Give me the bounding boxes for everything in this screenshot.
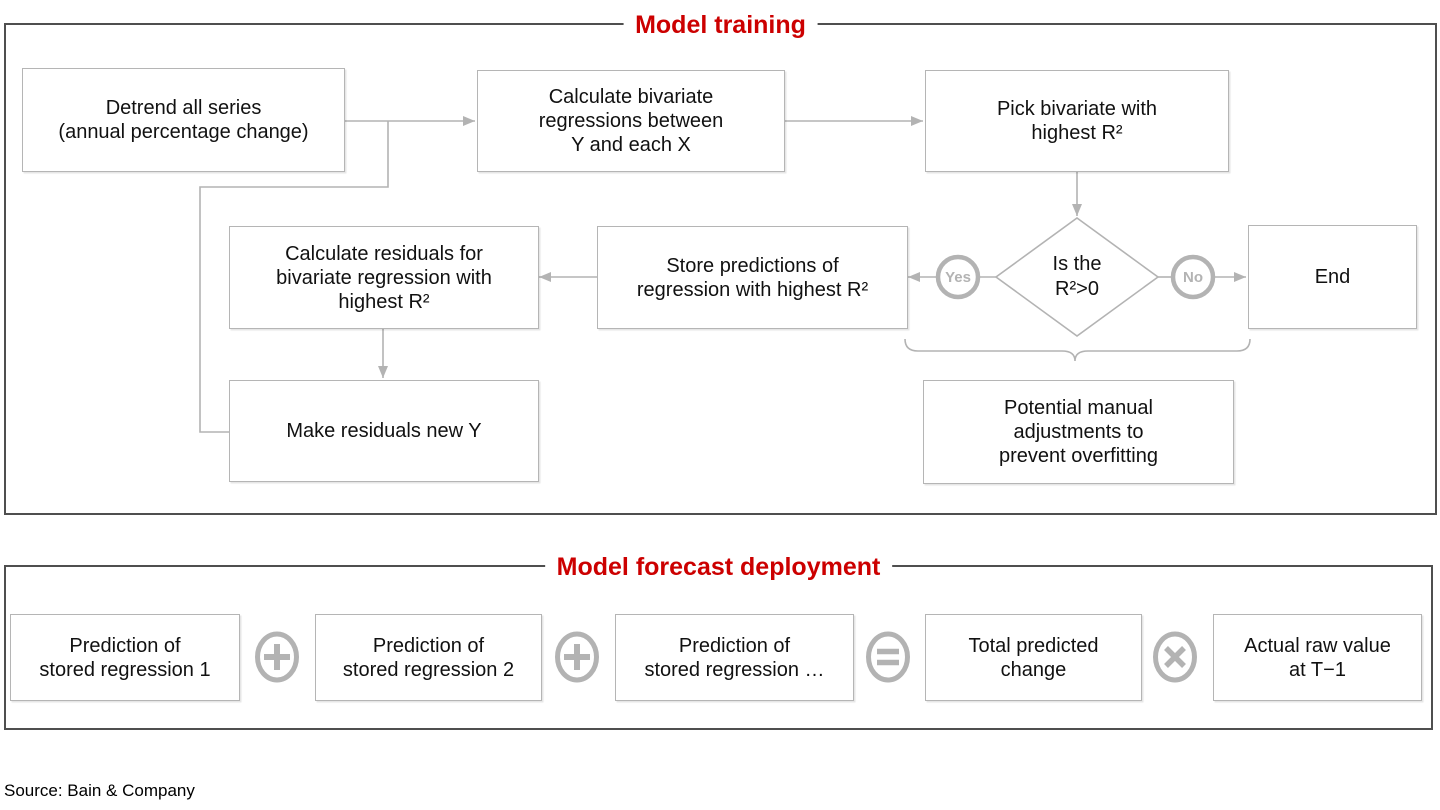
deployment-box-2: Prediction of stored regression 2 <box>315 614 542 701</box>
box-end: End <box>1248 225 1417 329</box>
box-make-residuals: Make residuals new Y <box>229 380 539 482</box>
training-title: Model training <box>623 10 818 40</box>
equals-icon <box>865 631 911 683</box>
plus-icon <box>254 631 300 683</box>
deployment-box-5: Actual raw value at T−1 <box>1213 614 1422 701</box>
training-section: Model training <box>4 10 1437 515</box>
plus-icon <box>554 631 600 683</box>
deployment-box-3: Prediction of stored regression … <box>615 614 854 701</box>
box-store-predictions: Store predictions of regression with hig… <box>597 226 908 329</box>
multiply-icon <box>1152 631 1198 683</box>
source-text: Source: Bain & Company <box>4 781 195 800</box>
decision-label: Is the R²>0 <box>1052 253 1102 300</box>
box-calc-residuals: Calculate residuals for bivariate regres… <box>229 226 539 329</box>
deployment-box-1: Prediction of stored regression 1 <box>10 614 240 701</box>
deployment-box-4: Total predicted change <box>925 614 1142 701</box>
no-label: No <box>1183 268 1203 286</box>
yes-label: Yes <box>945 268 971 286</box>
box-manual-adjustments: Potential manual adjustments to prevent … <box>923 380 1234 484</box>
box-calc-bivariate: Calculate bivariate regressions between … <box>477 70 785 172</box>
box-detrend: Detrend all series (annual percentage ch… <box>22 68 345 172</box>
box-pick-bivariate: Pick bivariate with highest R² <box>925 70 1229 172</box>
deployment-section: Model forecast deployment <box>4 552 1433 730</box>
deployment-title: Model forecast deployment <box>544 552 893 582</box>
